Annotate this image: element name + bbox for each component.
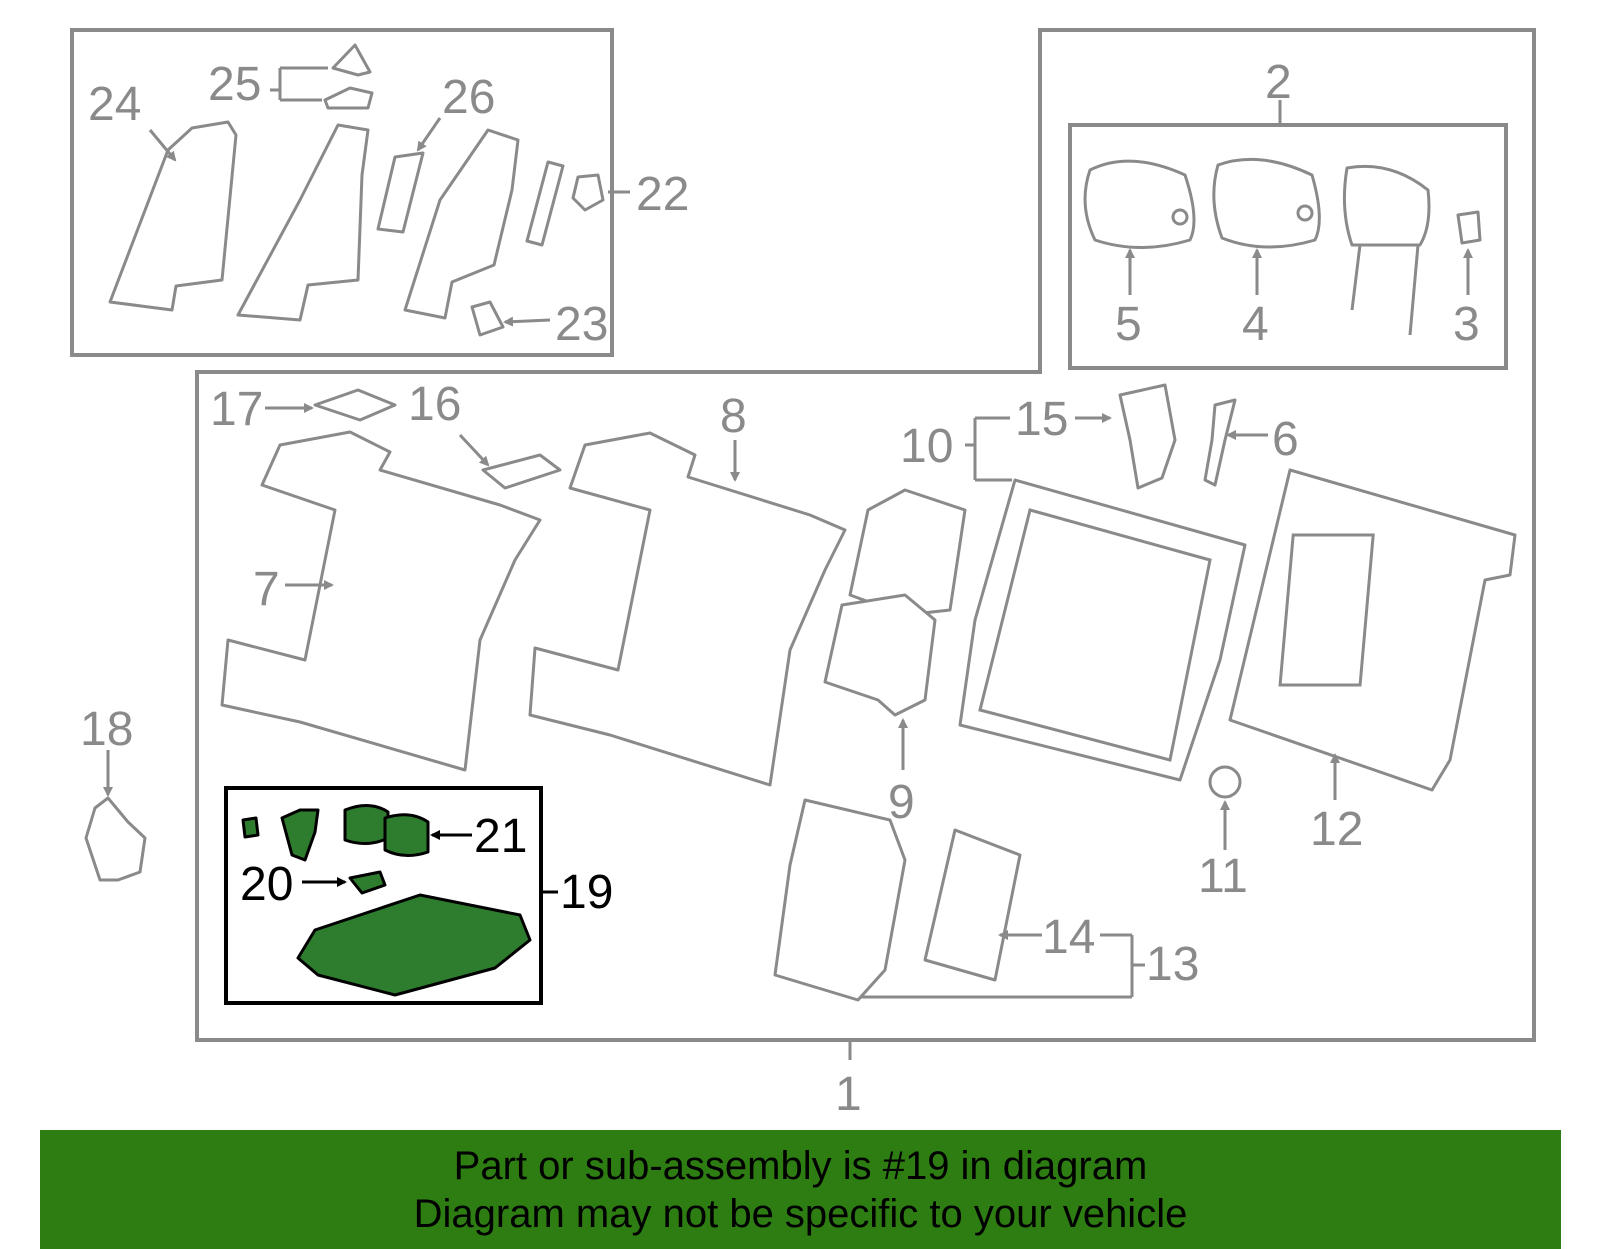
- headrest-post-right: [1408, 244, 1420, 336]
- callout-2: 2: [1265, 56, 1292, 109]
- callout-18: 18: [80, 703, 133, 756]
- bolster-trim: [236, 123, 370, 322]
- callout-17: 17: [210, 383, 263, 436]
- callout-10: 10: [900, 420, 953, 473]
- callout-24: 24: [88, 78, 141, 131]
- callout-23: 23: [555, 298, 608, 351]
- leader-25: [270, 66, 328, 102]
- part-25-clip-bottom: [323, 86, 374, 110]
- leader-23: [503, 316, 551, 327]
- callout-13: 13: [1146, 938, 1199, 991]
- callout-7: 7: [253, 563, 280, 616]
- callout-19: 19: [560, 866, 613, 919]
- part-12-back-panel: [1228, 468, 1517, 792]
- callout-14: 14: [1042, 911, 1095, 964]
- part-21-cupholder-left: [343, 804, 390, 845]
- leader-26: [416, 117, 442, 152]
- callout-26: 26: [442, 71, 495, 124]
- part-18-bracket: [84, 796, 147, 882]
- part-10-seatback-frame: [958, 478, 1247, 782]
- part-4-headrest: [1212, 157, 1321, 249]
- part-11-grommet: [1208, 765, 1242, 799]
- part-3-guide: [1456, 210, 1482, 245]
- part-20-latch: [348, 870, 387, 895]
- part-13-panel: [773, 798, 907, 1002]
- callout-5: 5: [1115, 298, 1142, 351]
- part-26-strip: [376, 151, 425, 234]
- callout-3: 3: [1453, 298, 1480, 351]
- callout-25: 25: [208, 58, 261, 111]
- callout-20: 20: [240, 858, 293, 911]
- callout-1: 1: [835, 1068, 862, 1121]
- headrest-group-frame: [1068, 123, 1508, 370]
- part-14-panel: [923, 828, 1022, 982]
- callout-11: 11: [1198, 850, 1248, 903]
- part-21-cupholder-right: [383, 813, 430, 857]
- armrest-tab: [241, 816, 260, 839]
- part-8-seatback-cover: [528, 431, 847, 787]
- leader-10: [965, 416, 1012, 482]
- banner-line-2: Diagram may not be specific to your vehi…: [413, 1191, 1188, 1236]
- callout-9: 9: [888, 776, 915, 829]
- armrest-group-frame: [224, 786, 543, 1005]
- leader-16: [458, 433, 490, 467]
- side-bracket: [525, 160, 565, 247]
- part-17-cap: [313, 388, 397, 422]
- callout-15: 15: [1015, 393, 1068, 446]
- part-9-pad-upper: [848, 488, 967, 617]
- callout-8: 8: [720, 390, 747, 443]
- part-25-clip-top: [331, 43, 372, 77]
- frame-inner-outline: [978, 508, 1212, 762]
- part-16-bezel: [481, 453, 562, 490]
- leader-13: [860, 933, 1145, 999]
- part-6-bolt: [1203, 398, 1237, 487]
- banner-line-1: Part or sub-assembly is #19 in diagram: [453, 1143, 1148, 1188]
- callout-6: 6: [1272, 413, 1299, 466]
- headrest-post-left: [1350, 244, 1362, 311]
- part-24-side-panel: [108, 120, 238, 312]
- part-5-headrest: [1083, 159, 1196, 249]
- leader-24: [148, 129, 177, 162]
- part-15-hinge: [1118, 383, 1177, 490]
- panel-label-area: [1278, 533, 1375, 687]
- headrest-with-posts: [1342, 164, 1431, 247]
- part-9-pad-lower: [823, 593, 937, 717]
- main-assembly-frame: [195, 28, 1536, 1042]
- headrest-5-button: [1171, 208, 1189, 226]
- armrest-clip: [280, 808, 320, 862]
- callout-22: 22: [636, 168, 689, 221]
- callout-4: 4: [1242, 298, 1269, 351]
- part-22-nut: [571, 173, 605, 212]
- part-19-armrest: [296, 893, 532, 997]
- info-banner: Part or sub-assembly is #19 in diagram D…: [40, 1130, 1561, 1249]
- callout-16: 16: [408, 378, 461, 431]
- callout-12: 12: [1310, 803, 1363, 856]
- callout-21: 21: [474, 810, 527, 863]
- part-23-pad: [470, 300, 505, 337]
- headrest-4-button: [1296, 204, 1314, 222]
- side-trim-panel: [403, 128, 520, 320]
